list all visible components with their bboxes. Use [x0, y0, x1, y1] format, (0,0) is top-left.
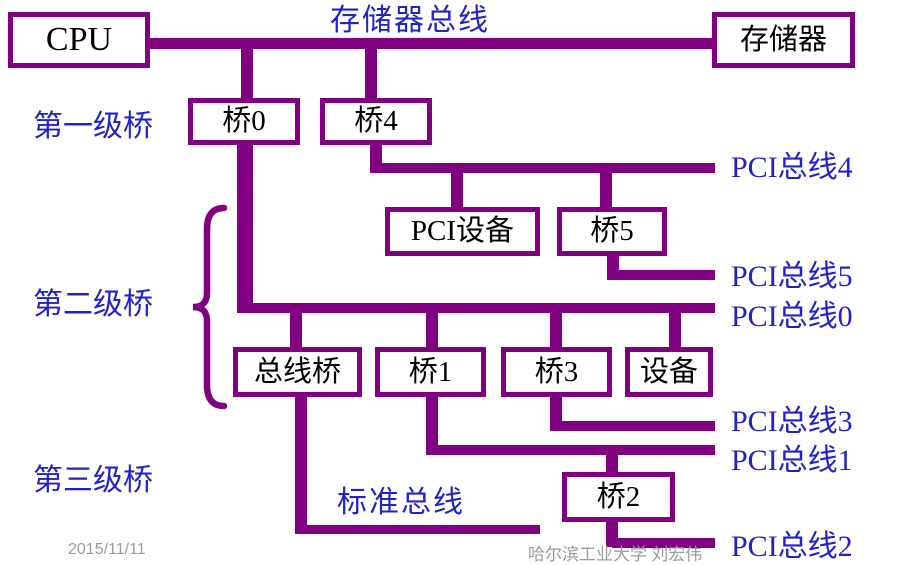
pcibus0-to-busbridge-line: [290, 311, 302, 348]
bridge0-to-pcibus0-line: [237, 143, 253, 310]
slide-credit: 哈尔滨工业大学 刘宏伟: [528, 545, 703, 564]
membus-to-bridge0-line: [241, 45, 253, 98]
pcibus4-to-bridge5-line: [600, 170, 612, 208]
level2-brace: [192, 204, 228, 410]
bridge2-box: 桥2: [562, 472, 675, 522]
slide-date: 2015/11/11: [68, 541, 146, 558]
bridge4-box: 桥4: [320, 98, 432, 145]
memory-bus-line: [148, 38, 714, 49]
device-box-label: 设备: [639, 355, 698, 388]
pci-device-box-label: PCI设备: [410, 215, 515, 247]
memory-box-label: 存储器: [739, 23, 827, 56]
pcibus0-to-device-line: [669, 311, 681, 348]
pci-bus3-label: PCI总线3: [731, 405, 853, 438]
bridge3-box: 桥3: [501, 347, 612, 397]
bridge1-box: 桥1: [375, 347, 486, 397]
bridge3-box-label: 桥3: [534, 355, 579, 388]
memory-bus-label: 存储器总线: [330, 4, 490, 37]
pci-bus0-label: PCI总线0: [731, 300, 853, 333]
pci-bus4-label: PCI总线4: [731, 151, 853, 184]
standard-bus-label: 标准总线: [337, 486, 465, 519]
bridge1-box-label: 桥1: [408, 355, 453, 388]
pci-bus2-line: [612, 538, 715, 548]
pci-bus3-line: [550, 421, 715, 431]
pci-bus0-line: [237, 303, 715, 313]
pci-bus1-line: [426, 445, 715, 455]
bridge5-box: 桥5: [557, 207, 667, 256]
pcibus0-to-bridge1-line: [426, 311, 438, 348]
bridge2-box-label: 桥2: [596, 480, 641, 513]
pci-bus4-line: [370, 163, 715, 173]
bus-bridge-box-label: 总线桥: [253, 355, 341, 388]
bus-bridge-box: 总线桥: [233, 347, 362, 397]
pcibus4-to-pcidevice-line: [451, 170, 463, 208]
standard-bus-line: [295, 525, 540, 534]
bridge1-elbow-line: [426, 395, 438, 455]
device-box: 设备: [625, 347, 713, 397]
pci-bus2-label: PCI总线2: [731, 530, 853, 563]
level3-label: 第三级桥: [33, 464, 153, 497]
pcibus1-to-bridge2-line: [606, 453, 618, 474]
memory-box: 存储器: [712, 12, 855, 68]
pci-bus1-label: PCI总线1: [731, 444, 853, 477]
bridge4-box-label: 桥4: [354, 105, 398, 137]
bridge5-box-label: 桥5: [590, 215, 634, 247]
pcibus0-to-bridge3-line: [550, 311, 562, 348]
level2-label: 第二级桥: [33, 288, 153, 321]
busbridge-to-standardbus-line: [295, 395, 307, 534]
bridge0-box: 桥0: [188, 98, 300, 145]
level1-label: 第一级桥: [33, 110, 153, 143]
bridge0-box-label: 桥0: [222, 105, 266, 137]
pci-bus5-label: PCI总线5: [731, 260, 853, 293]
pci-bus5-line: [607, 270, 715, 280]
cpu-box-label: CPU: [45, 21, 113, 58]
pci-device-box: PCI设备: [385, 207, 540, 256]
membus-to-bridge4-line: [365, 45, 377, 98]
cpu-box: CPU: [8, 12, 150, 68]
